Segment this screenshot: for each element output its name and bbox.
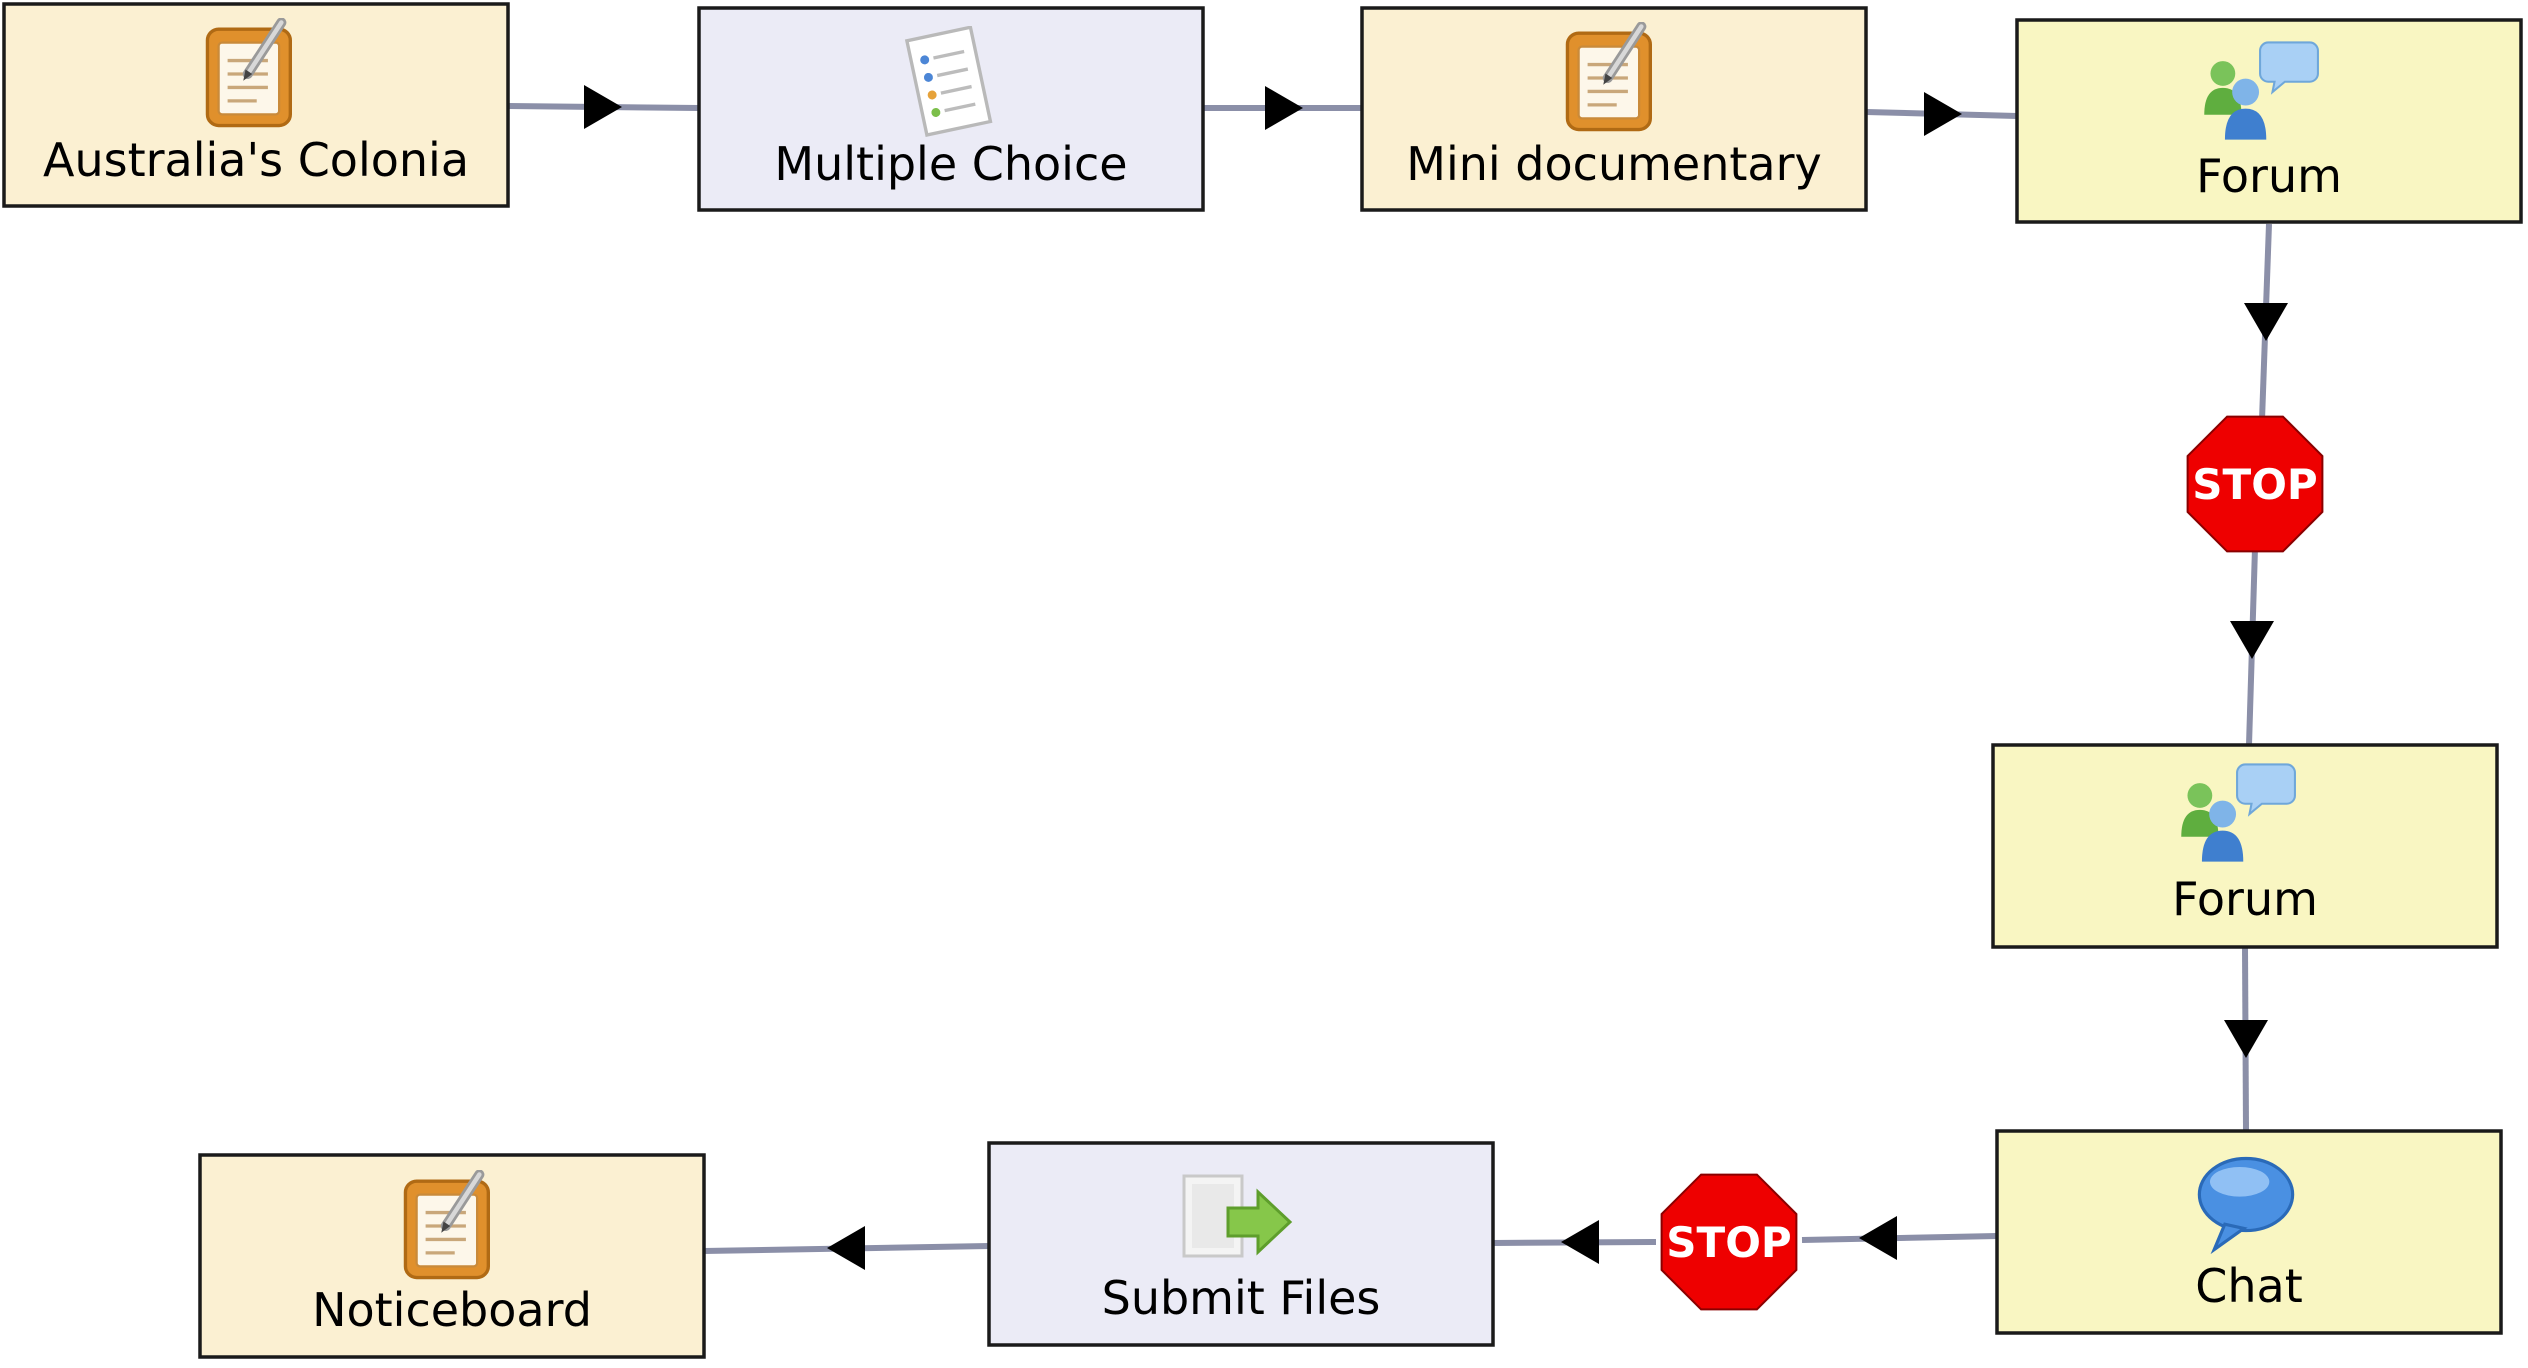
arrowhead [584, 85, 622, 129]
activity-label: Submit Files [1102, 1271, 1381, 1325]
arrowhead [1924, 92, 1962, 136]
activity-node[interactable]: Australia's Colonia [2, 2, 510, 208]
activity-label: Australia's Colonia [43, 133, 469, 187]
connector-g1-to-a5[interactable] [2230, 547, 2274, 746]
activity-label: Forum [2196, 149, 2342, 203]
activity-node[interactable]: Submit Files [987, 1141, 1495, 1347]
activity-node[interactable]: Noticeboard [198, 1153, 706, 1359]
notebook-icon [207, 22, 290, 125]
arrowhead [1561, 1220, 1599, 1264]
stop-label: STOP [2192, 460, 2317, 509]
connector-a7-to-a8[interactable] [703, 1226, 990, 1270]
activity-node[interactable]: Forum [2015, 18, 2523, 224]
activity-node[interactable]: Chat [1995, 1129, 2503, 1335]
stop-sign-icon [2186, 415, 2324, 553]
activity-node[interactable]: Mini documentary [1360, 6, 1868, 212]
connector-a1-to-a2[interactable] [507, 85, 700, 129]
connector-a6-to-g2[interactable] [1801, 1216, 1998, 1260]
activity-label: Noticeboard [312, 1283, 592, 1337]
connector-g2-to-a7[interactable] [1492, 1220, 1657, 1264]
arrowhead [2224, 1020, 2268, 1058]
stop-label: STOP [1666, 1218, 1791, 1267]
activity-label: Mini documentary [1406, 137, 1821, 191]
connector-a3-to-a4[interactable] [1865, 92, 2018, 136]
activity-node[interactable]: Multiple Choice [697, 6, 1205, 212]
stop-sign-icon [1660, 1173, 1798, 1311]
arrowhead [2230, 621, 2274, 659]
connector-a4-to-g1[interactable] [2244, 223, 2288, 421]
arrowhead [1859, 1216, 1897, 1260]
activity-label: Forum [2172, 872, 2318, 926]
connector-a5-to-a6[interactable] [2224, 946, 2268, 1132]
connector-a2-to-a3[interactable] [1203, 86, 1362, 130]
arrowhead [1265, 86, 1303, 130]
stop-gate[interactable]: STOP [2186, 415, 2324, 553]
notebook-icon [405, 1174, 488, 1277]
activity-node[interactable]: Forum [1991, 743, 2499, 949]
arrowhead [827, 1226, 865, 1270]
arrowhead [2244, 303, 2288, 341]
stop-gate[interactable]: STOP [1660, 1173, 1798, 1311]
activity-label: Chat [2195, 1259, 2303, 1313]
activity-label: Multiple Choice [774, 137, 1127, 191]
notebook-icon [1567, 26, 1650, 129]
